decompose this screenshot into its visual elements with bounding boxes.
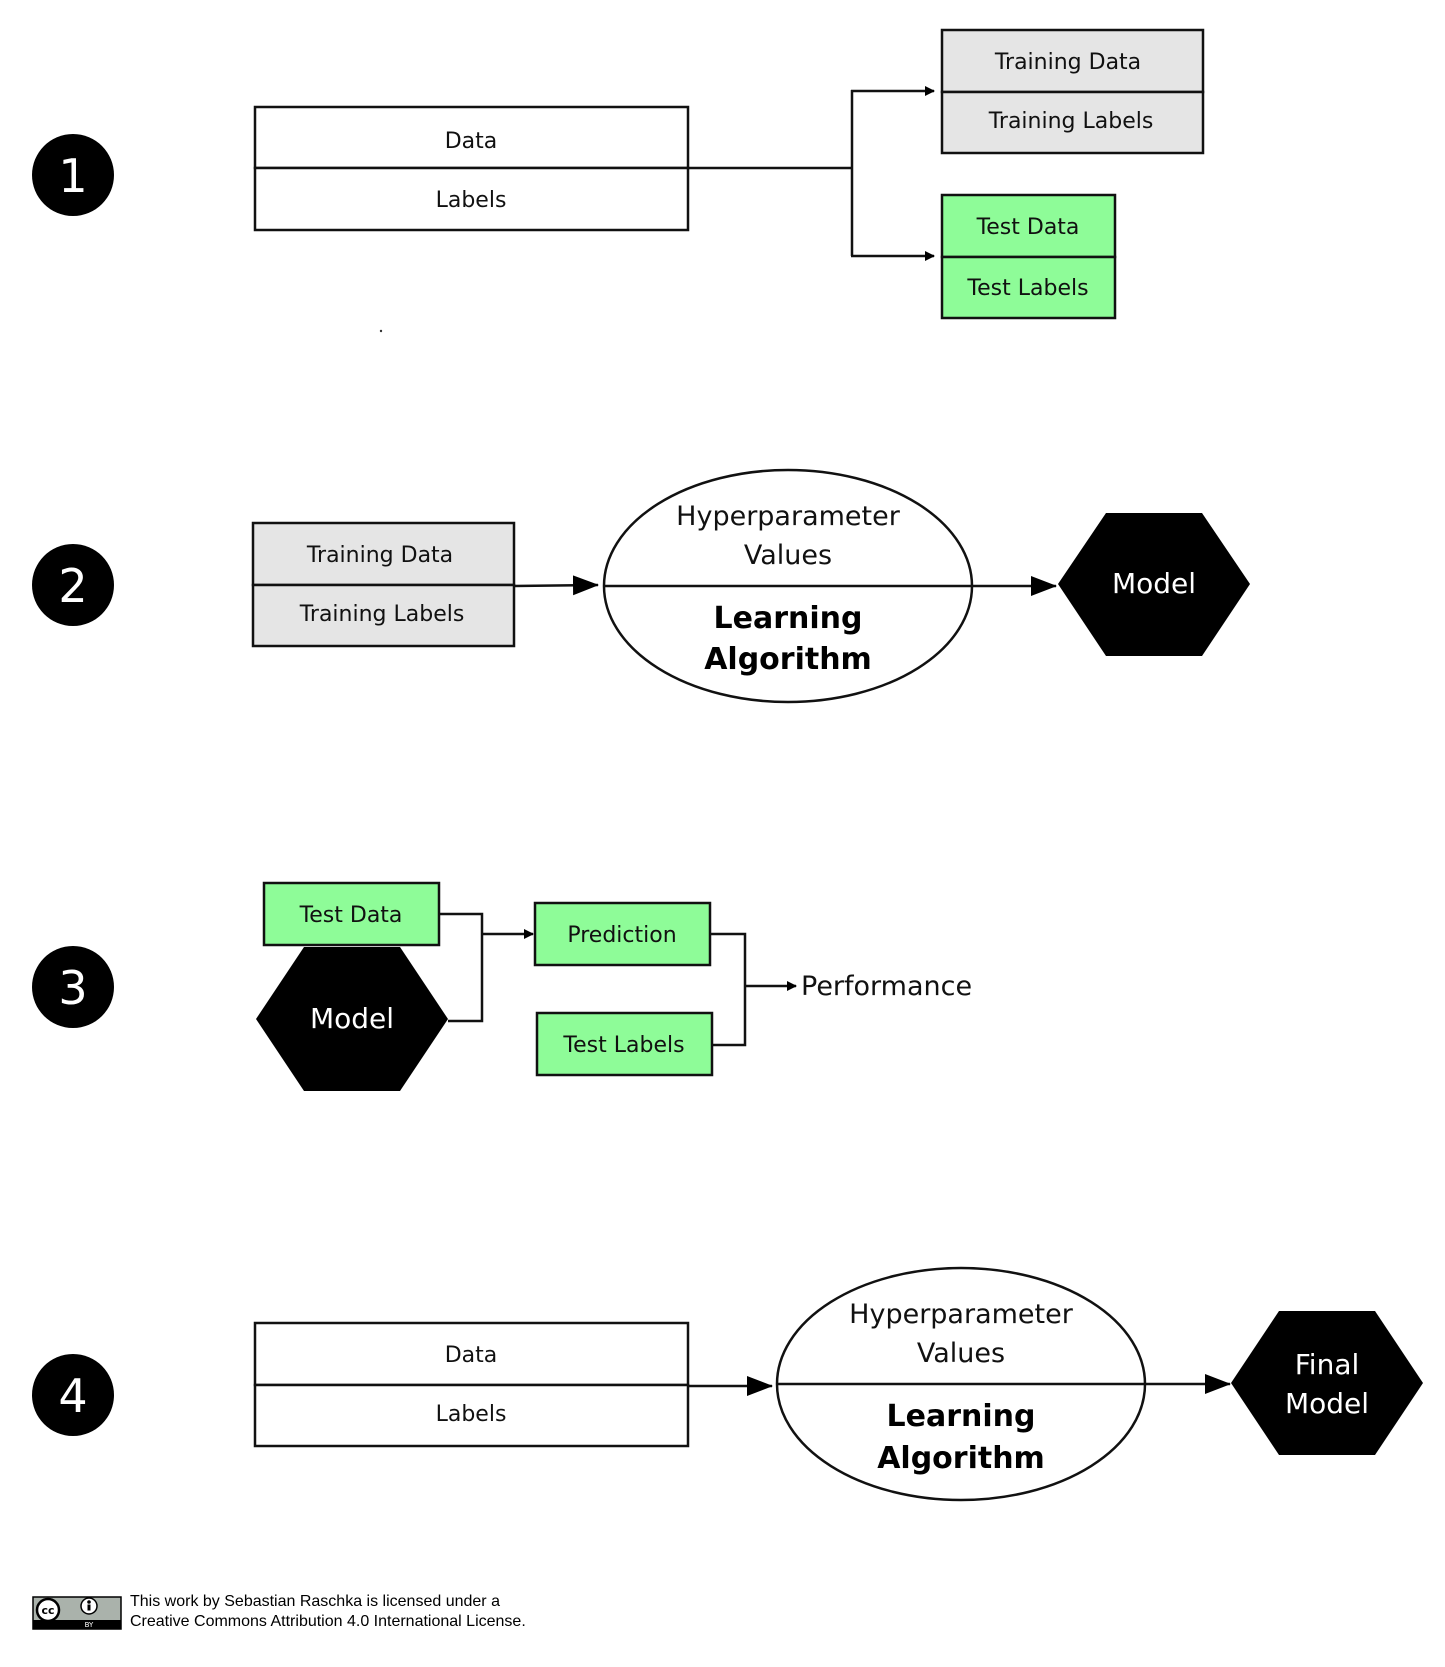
- model-hexagon: Model: [256, 947, 448, 1091]
- prediction-cell: [533, 901, 712, 967]
- license-footer: cc BY This work by Sebastian Raschka is …: [32, 1593, 526, 1630]
- step-3-number: 3: [58, 961, 87, 1015]
- license-line-1: This work by Sebastian Raschka is licens…: [130, 1593, 500, 1610]
- training-data-cell: [940, 28, 1205, 94]
- hyperparameter-label-line1: Hyperparameter: [849, 1299, 1074, 1330]
- final-model-label-line2: Model: [1285, 1387, 1369, 1420]
- hyperparameter-label-line1: Hyperparameter: [676, 501, 901, 532]
- test-data-label: Test Data: [976, 215, 1080, 240]
- step-2-number: 2: [58, 559, 87, 613]
- step-4: 4 Data Labels Hyperparameter Values Lear…: [32, 1266, 1423, 1502]
- by-icon-head: [87, 1600, 91, 1604]
- test-data-box: Test Data: [262, 881, 441, 947]
- test-labels-cell: [535, 1011, 714, 1077]
- prediction-box: Prediction: [533, 901, 712, 967]
- test-data-cell: [940, 193, 1117, 259]
- step-3-badge: [32, 946, 114, 1028]
- labels-label: Labels: [436, 188, 507, 213]
- step-1-number: 1: [58, 149, 87, 203]
- final-model-hexagon: Final Model: [1231, 1311, 1423, 1455]
- training-labels-label: Training Labels: [988, 109, 1154, 134]
- step-4-number: 4: [58, 1369, 87, 1423]
- performance-connector: [710, 932, 797, 1047]
- labels-label: Labels: [436, 1402, 507, 1427]
- connector-to-performance: [710, 932, 747, 1047]
- model-hexagon-shape: [1058, 513, 1250, 656]
- training-set-box: Training Data Training Labels: [251, 521, 516, 648]
- connector-from-test-data: [439, 912, 484, 1023]
- training-set-box: Training Data Training Labels: [940, 28, 1205, 155]
- step-3: 3 Model Test Data Prediction Test Labels…: [32, 881, 972, 1091]
- training-labels-cell: [940, 90, 1205, 155]
- labels-cell: [253, 1383, 690, 1448]
- step-2-badge: [32, 544, 114, 626]
- model-label: Model: [1112, 567, 1196, 600]
- dataset-box: Data Labels: [253, 105, 690, 232]
- test-data-label: Test Data: [299, 903, 403, 928]
- test-labels-label: Test Labels: [562, 1033, 684, 1058]
- performance-label: Performance: [801, 971, 972, 1002]
- cc-icon: [35, 1597, 61, 1623]
- by-icon-text: BY: [85, 1621, 94, 1629]
- dataset-box: Data Labels: [253, 1321, 690, 1448]
- algorithm-label-line1: Learning: [714, 601, 863, 636]
- data-label: Data: [445, 129, 498, 154]
- test-data-cell: [262, 881, 441, 947]
- learning-algorithm-ellipse: Hyperparameter Values Learning Algorithm: [602, 468, 974, 704]
- test-labels-cell: [940, 255, 1117, 320]
- training-data-label: Training Data: [994, 50, 1141, 75]
- model-label: Model: [310, 1002, 394, 1035]
- training-data-cell: [251, 521, 516, 587]
- algorithm-label-line2: Algorithm: [877, 1441, 1045, 1476]
- final-model-hexagon-shape: [1231, 1311, 1423, 1455]
- algorithm-label-line1: Learning: [887, 1399, 1036, 1434]
- cc-by-badge: cc BY: [32, 1596, 122, 1630]
- split-connector: [688, 86, 935, 261]
- model-hexagon: Model: [1058, 513, 1250, 656]
- test-set-box: Test Data Test Labels: [940, 193, 1117, 320]
- training-labels-cell: [251, 583, 516, 648]
- by-icon-body: [87, 1604, 91, 1611]
- license-line-2: Creative Commons Attribution 4.0 Interna…: [130, 1613, 526, 1630]
- data-label: Data: [445, 1343, 498, 1368]
- algorithm-label-line2: Algorithm: [704, 642, 872, 677]
- test-labels-box: Test Labels: [535, 1011, 714, 1077]
- step-2: 2 Training Data Training Labels Hyperpar…: [32, 468, 1250, 704]
- prediction-label: Prediction: [567, 923, 676, 948]
- labels-cell: [253, 166, 690, 232]
- prediction-connector: [439, 912, 534, 1023]
- learning-algorithm-ellipse: Hyperparameter Values Learning Algorithm: [775, 1266, 1147, 1502]
- test-labels-label: Test Labels: [966, 276, 1088, 301]
- final-model-label-line1: Final: [1295, 1348, 1360, 1381]
- hyperparameter-label-line2: Values: [744, 540, 832, 571]
- hyperparameter-label-line2: Values: [917, 1338, 1005, 1369]
- data-cell: [253, 105, 690, 170]
- cc-badge-bottom-strip: [33, 1620, 121, 1629]
- arrow-to-algorithm: [513, 575, 599, 596]
- data-cell: [253, 1321, 690, 1387]
- training-labels-label: Training Labels: [299, 602, 465, 627]
- cc-icon-text: cc: [41, 1604, 54, 1617]
- step-1-badge: [32, 134, 114, 216]
- step-4-badge: [32, 1354, 114, 1436]
- training-data-label: Training Data: [306, 543, 453, 568]
- step-1: 1 Data Labels Training Data Training Lab…: [32, 28, 1205, 333]
- stray-dot: [379, 329, 383, 333]
- model-hexagon-shape: [256, 947, 448, 1091]
